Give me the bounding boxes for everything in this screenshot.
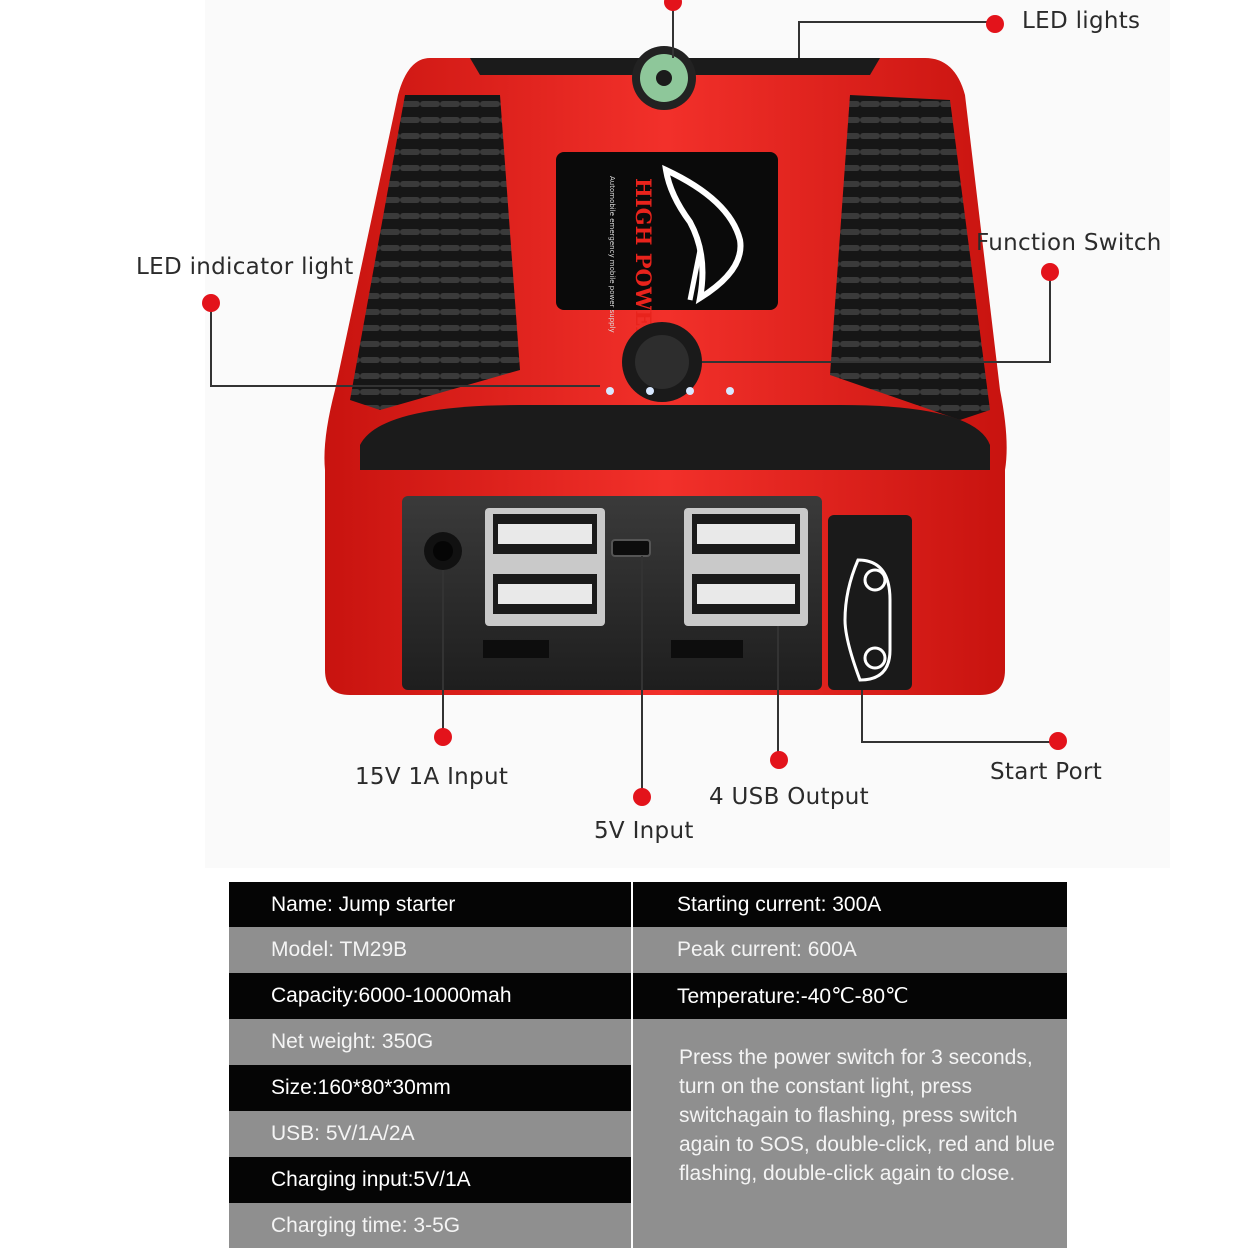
callout-dot-start-port <box>1049 732 1067 750</box>
start-port-panel <box>828 515 912 690</box>
spec-table: Name: Jump starter Model: TM29B Capacity… <box>229 882 1067 1248</box>
device-screen <box>556 152 778 310</box>
label-5v-input: 5V Input <box>594 818 694 844</box>
callout-dot-15v-input <box>434 728 452 746</box>
usb-port-group-left[interactable] <box>485 508 605 626</box>
led-indicator-dots <box>606 387 734 395</box>
spec-size: Size:160*80*30mm <box>229 1065 631 1111</box>
callout-lines <box>210 0 1058 797</box>
spec-function-note: Press the power switch for 3 seconds, tu… <box>633 1019 1067 1248</box>
usb-port-group-right[interactable] <box>684 508 808 626</box>
spec-name: Name: Jump starter <box>229 882 631 927</box>
callout-dot-led-lights <box>986 15 1004 33</box>
label-led-lights: LED lights <box>1022 8 1141 34</box>
callout-dot-5v-input <box>633 788 651 806</box>
spec-model: Model: TM29B <box>229 927 631 973</box>
label-15v-input: 15V 1A Input <box>355 764 509 790</box>
car-logo-line <box>687 249 703 301</box>
spec-charging-time: Charging time: 3-5G <box>229 1203 631 1248</box>
screen-brand-text: HIGH POWER <box>631 178 656 344</box>
power-switch[interactable] <box>622 322 702 402</box>
left-grip <box>350 95 520 410</box>
compass-icon <box>632 46 696 110</box>
callout-dot-compass <box>664 0 682 11</box>
screen-subtitle-text: Automobile emergency mobile power supply <box>608 176 616 333</box>
product-figure: HIGH POWER Automobile emergency mobile p… <box>202 0 1067 806</box>
jump-starter-device: HIGH POWER Automobile emergency mobile p… <box>324 46 1007 695</box>
dc-input-jack[interactable] <box>424 532 462 570</box>
slot-right <box>671 640 743 658</box>
callout-dot-usb-output <box>770 751 788 769</box>
label-function-switch: Function Switch <box>976 230 1162 256</box>
spec-net-weight: Net weight: 350G <box>229 1019 631 1065</box>
slot-left <box>483 640 549 658</box>
bottom-bumper <box>360 405 990 470</box>
spec-peak-current: Peak current: 600A <box>633 927 1067 973</box>
spec-capacity: Capacity:6000-10000mah <box>229 973 631 1019</box>
micro-usb-port[interactable] <box>611 539 651 557</box>
spec-usb: USB: 5V/1A/2A <box>229 1111 631 1157</box>
callout-dot-function-switch <box>1041 263 1059 281</box>
right-grip <box>830 95 990 420</box>
label-led-indicator: LED indicator light <box>136 254 354 280</box>
label-start-port: Start Port <box>990 759 1103 785</box>
spec-charging-input: Charging input:5V/1A <box>229 1157 631 1203</box>
spec-temperature: Temperature:-40℃-80℃ <box>633 973 1067 1019</box>
label-usb-output: 4 USB Output <box>709 784 869 810</box>
car-icon <box>843 558 892 682</box>
car-logo-icon <box>662 164 744 305</box>
spec-starting-current: Starting current: 300A <box>633 882 1067 927</box>
callout-dots <box>202 0 1067 806</box>
callout-dot-led-indicator <box>202 294 220 312</box>
